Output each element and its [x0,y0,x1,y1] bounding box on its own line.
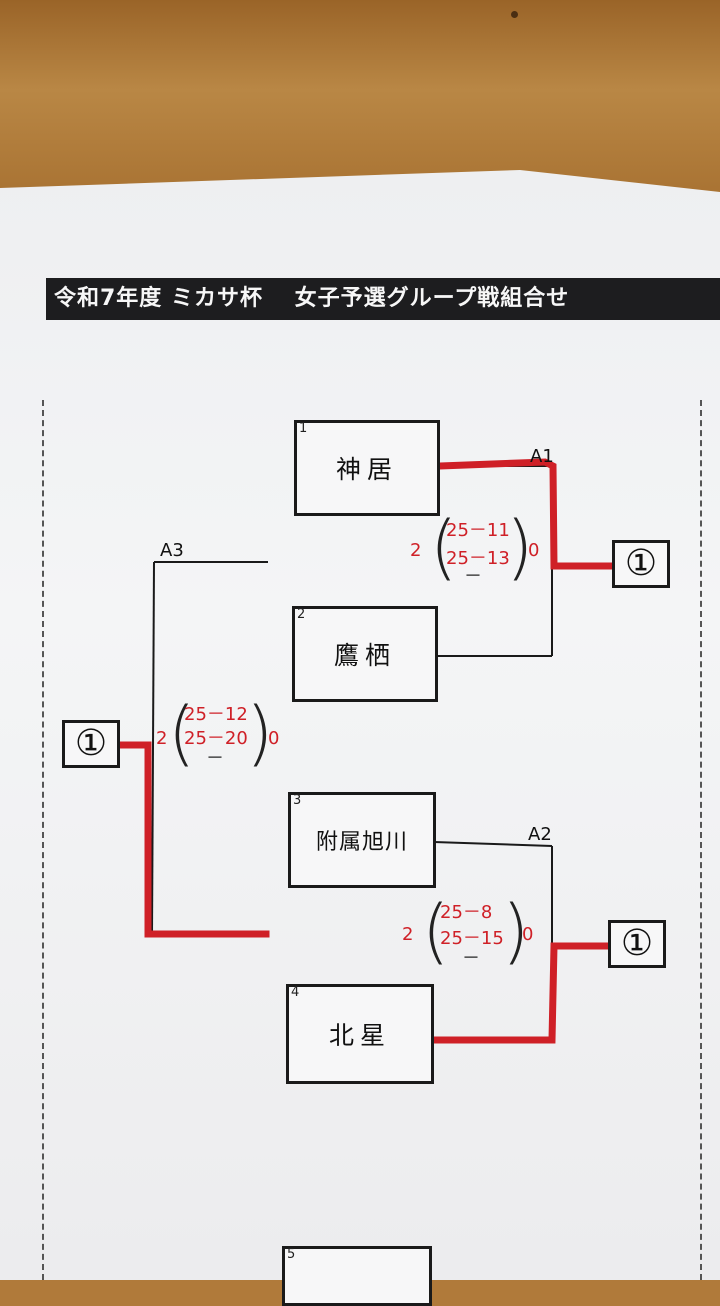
team-number: 1 [299,421,308,436]
paren-right: ) [502,890,530,972]
match-label-a1: A1 [530,446,554,467]
result-box-a3: ① [62,720,120,768]
team-name: 附属旭川 [315,830,408,855]
match-label-a2: A2 [528,824,552,845]
team-box-5: 5 [282,1246,432,1306]
set1-score: 25－8 [440,902,493,923]
set2-score: 25－13 [446,548,510,569]
set3-score: － [464,566,482,587]
team-box-2: 2 鷹栖 [292,606,438,702]
paren-left: ( [168,692,196,774]
winner-sets: 2 [402,924,414,945]
bracket-line [151,561,155,935]
paren-right: ) [246,692,274,774]
paren-right: ) [506,506,534,588]
loser-sets: 0 [268,728,280,749]
winner-path-a2 [432,942,614,1044]
set3-score: － [462,948,480,969]
loser-sets: 0 [528,540,540,561]
paper-sheet [0,170,720,1280]
loser-sets: 0 [522,924,534,945]
set1-score: 25－11 [446,520,510,541]
result-box-a1: ① [612,540,670,588]
team-name: 鷹栖 [333,641,396,670]
winner-sets: 2 [156,728,168,749]
team-name: 北星 [328,1021,391,1050]
score-a2: ( ) 2 25－8 25－15 － 0 [402,892,548,972]
winner-path-a3 [118,741,270,938]
set1-score: 25－12 [184,704,248,725]
result-box-a2: ① [608,920,666,968]
team-box-3: 3 附属旭川 [288,792,436,888]
winner-path-a1 [436,458,618,570]
team-number: 3 [293,793,302,808]
set3-score: － [206,748,224,769]
page-title: 令和7年度 ミカサ杯 女子予選グループ戦組合せ [46,278,720,320]
bracket-line [433,841,553,847]
dashed-border-right [700,400,702,1280]
team-name: 神居 [335,455,398,484]
winner-sets: 2 [410,540,422,561]
wooden-table [0,0,720,200]
score-a1: ( ) 2 25－11 25－13 － 0 [410,508,550,588]
team-number: 2 [297,607,306,622]
paren-left: ( [422,890,450,972]
set2-score: 25－20 [184,728,248,749]
team-number: 5 [287,1247,296,1262]
paren-left: ( [430,506,458,588]
team-box-1: 1 神居 [294,420,440,516]
team-number: 4 [291,985,300,1000]
team-box-4: 4 北星 [286,984,434,1084]
table-spot [511,11,518,18]
match-label-a3: A3 [160,540,184,561]
set2-score: 25－15 [440,928,504,949]
score-a3: ( ) 2 25－12 25－20 － 0 [156,694,296,774]
dashed-border-left [42,400,44,1280]
